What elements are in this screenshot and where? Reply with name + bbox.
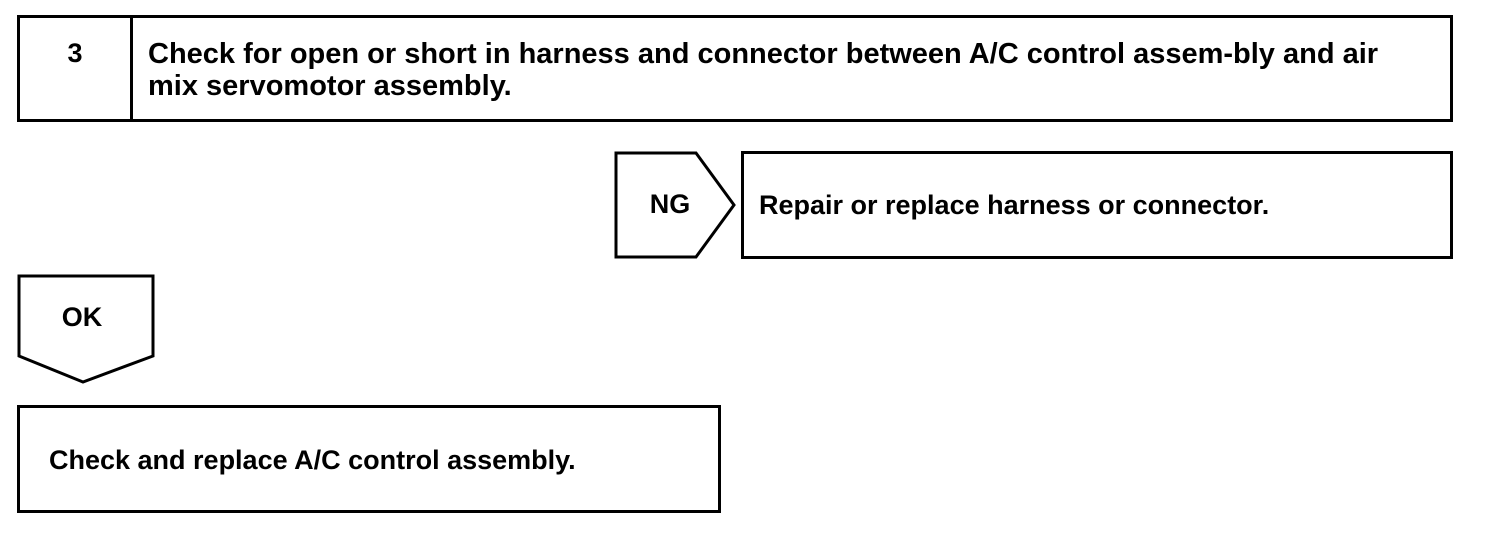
ok-result-text: Check and replace A/C control assembly. (49, 445, 576, 475)
ng-result-text: Repair or replace harness or connector. (759, 190, 1270, 220)
step-instruction: Check for open or short in harness and c… (148, 38, 1428, 102)
step-instruction-text: Check for open or short in harness and c… (148, 38, 1379, 102)
ng-result-box: Repair or replace harness or connector. (741, 151, 1453, 259)
ok-label: OK (61, 302, 103, 332)
ok-result-box: Check and replace A/C control assembly. (17, 405, 721, 513)
ok-arrow-tag (17, 274, 155, 384)
step-number: 3 (20, 18, 133, 119)
ng-label: NG (649, 189, 691, 219)
ng-arrow-tag (614, 151, 736, 259)
step-box: 3 Check for open or short in harness and… (17, 15, 1453, 122)
